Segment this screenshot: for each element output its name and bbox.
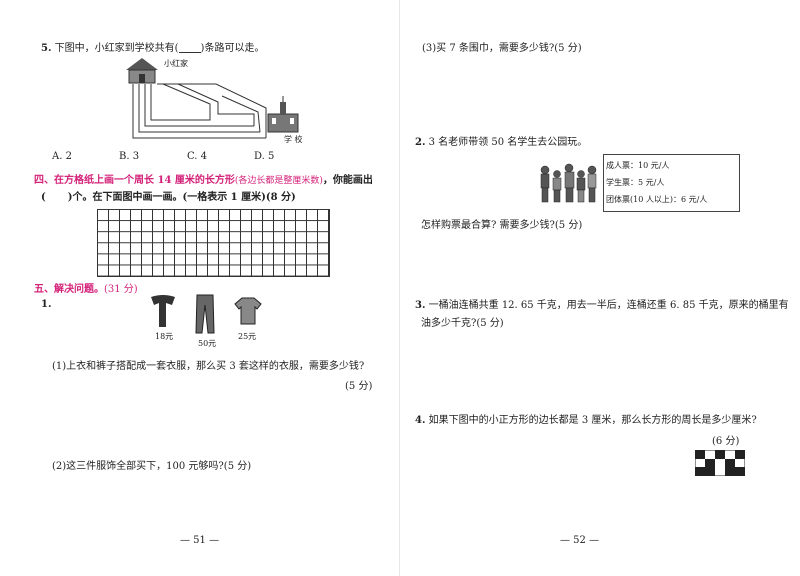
school-label: 学 校 (284, 135, 303, 144)
shirt-price: 25元 (238, 332, 257, 341)
section-4-note: (各边长都是整厘米数) (234, 176, 323, 186)
page-number-right: — 52 — (560, 535, 600, 546)
problem-1-sub1: (1)上衣和裤子搭配成一套衣服，那么买 3 套这样的衣服，需要多少钱? (52, 361, 365, 372)
scarf-price: 18元 (155, 332, 174, 341)
problem-2-question: 怎样购票最合算? 需要多少钱?(5 分) (421, 220, 583, 231)
problem-3-line1: 3. 一桶油连桶共重 12. 65 千克，用去一半后，连桶还重 6. 85 千克… (415, 300, 789, 311)
problem-4: 4. 如果下图中的小正方形的边长都是 3 厘米，那么长方形的周长是多少厘米? (415, 415, 757, 426)
problem-2-text: 3 名老师带领 50 名学生去公园玩。 (428, 137, 588, 148)
section-4-prefix: 四、在方格纸上画一个周长 14 厘米的长方形 (34, 175, 235, 186)
problem-2: 2. 3 名老师带领 50 名学生去公园玩。 (415, 133, 587, 148)
page-divider (399, 0, 400, 576)
ticket-student: 学生票：5 元/人 (606, 178, 665, 187)
section-4-line2: ()个。在下面图中画一画。(一格表示 1 厘米)(8 分) (41, 192, 296, 203)
question-text-post: )条路可以走。 (200, 43, 265, 54)
problem-4-number: 4. (415, 415, 426, 426)
problem-1-sub3: (3)买 7 条围巾，需要多少钱?(5 分) (422, 43, 582, 54)
problem-1-number: 1. (41, 299, 52, 310)
squares-figure (695, 450, 745, 476)
problem-3-line2: 油多少千克?(5 分) (421, 318, 504, 329)
section-5-heading: 五、解决问题。(31 分) (34, 280, 138, 295)
section-4-heading: 四、在方格纸上画一个周长 14 厘米的长方形(各边长都是整厘米数)，你能画出 (34, 171, 373, 186)
question-number: 5. (41, 43, 52, 54)
problem-2-number: 2. (415, 137, 426, 148)
option-c[interactable]: C. 4 (187, 151, 208, 162)
section-4-tail: ，你能画出 (322, 175, 373, 186)
option-d[interactable]: D. 5 (254, 151, 275, 162)
ticket-adult: 成人票：10 元/人 (606, 161, 670, 170)
problem-4-score: (6 分) (712, 436, 740, 447)
answer-blank[interactable] (178, 42, 201, 53)
house-icon (126, 58, 158, 84)
school-icon (267, 96, 299, 133)
scarf-icon (151, 295, 175, 327)
option-b[interactable]: B. 3 (119, 151, 140, 162)
shirt-icon (234, 297, 262, 325)
section-5-score: (31 分) (104, 284, 138, 295)
road-figure (126, 58, 299, 139)
drawing-grid[interactable] (97, 209, 330, 277)
pants-price: 50元 (198, 339, 217, 348)
ticket-group: 团体票(10 人以上)：6 元/人 (606, 195, 708, 204)
problem-3-number: 3. (415, 300, 426, 311)
question-text-pre: 下图中，小红家到学校共有( (54, 43, 179, 54)
people-illustration (540, 163, 597, 203)
home-label: 小红家 (164, 59, 188, 68)
ticket-price-box (603, 154, 740, 212)
problem-1-sub2: (2)这三件服饰全部买下，100 元够吗?(5 分) (52, 461, 252, 472)
option-a[interactable]: A. 2 (52, 151, 72, 162)
pants-icon (195, 294, 215, 334)
page-number-left: — 51 — (180, 535, 220, 546)
section-5-title: 五、解决问题。 (34, 284, 104, 295)
problem-1-sub1-score: (5 分) (345, 381, 373, 392)
question-5: 5. 下图中，小红家到学校共有( )条路可以走。 (41, 39, 264, 54)
